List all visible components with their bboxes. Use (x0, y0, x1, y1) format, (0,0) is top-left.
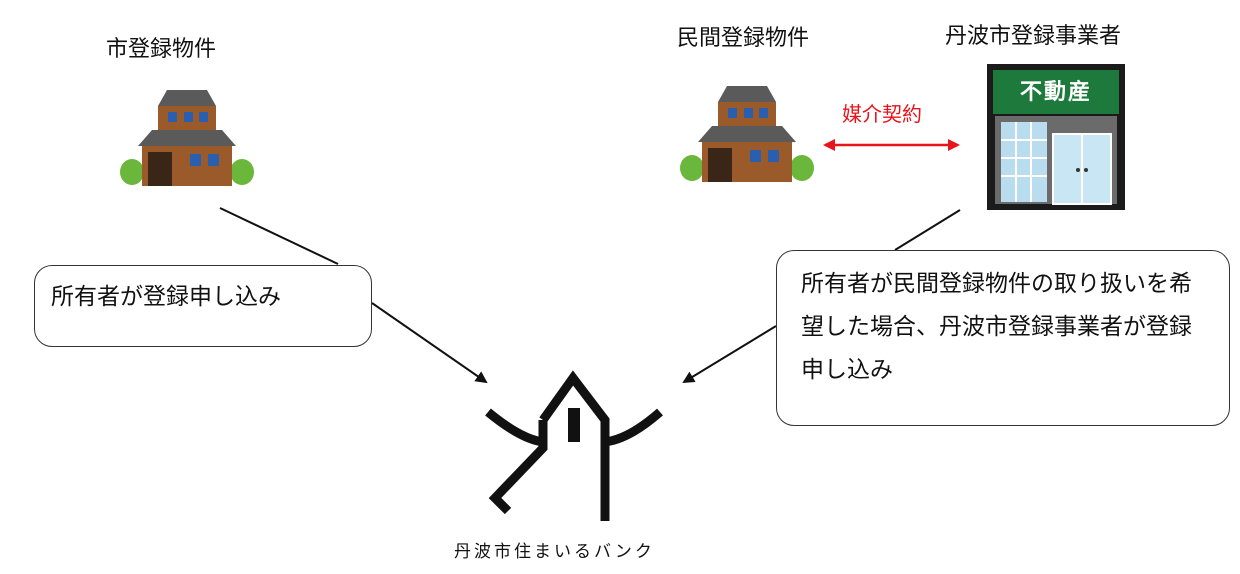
city-house-illustration (120, 88, 254, 188)
registered-operator-label: 丹波市登録事業者 (945, 24, 1122, 49)
line-operator-to-callout (894, 209, 961, 251)
real-estate-office-illustration: 不動産 (987, 64, 1125, 210)
realestate-sign-text: 不動産 (1019, 80, 1092, 105)
private-property-label: 民間登録物件 (677, 26, 810, 51)
private-case-text: 所有者が民間登録物件の取り扱いを希望した場合、丹波市登録事業者が登録申し込み (801, 271, 1192, 383)
owner-apply-text: 所有者が登録申し込み (51, 284, 281, 310)
city-property-label: 市登録物件 (106, 37, 217, 62)
line-city-to-callout (219, 207, 339, 265)
tamba-bank-logo (480, 368, 670, 528)
arrow-callout-to-logo-left (371, 302, 488, 384)
brokerage-contract-label: 媒介契約 (842, 102, 922, 126)
private-house-illustration (680, 84, 814, 184)
brand-name: 丹波市住まいるバンク (454, 542, 655, 562)
owner-apply-callout: 所有者が登録申し込み (34, 265, 372, 347)
private-case-callout: 所有者が民間登録物件の取り扱いを希望した場合、丹波市登録事業者が登録申し込み (776, 250, 1230, 426)
arrow-callout-to-logo-right (682, 325, 777, 384)
